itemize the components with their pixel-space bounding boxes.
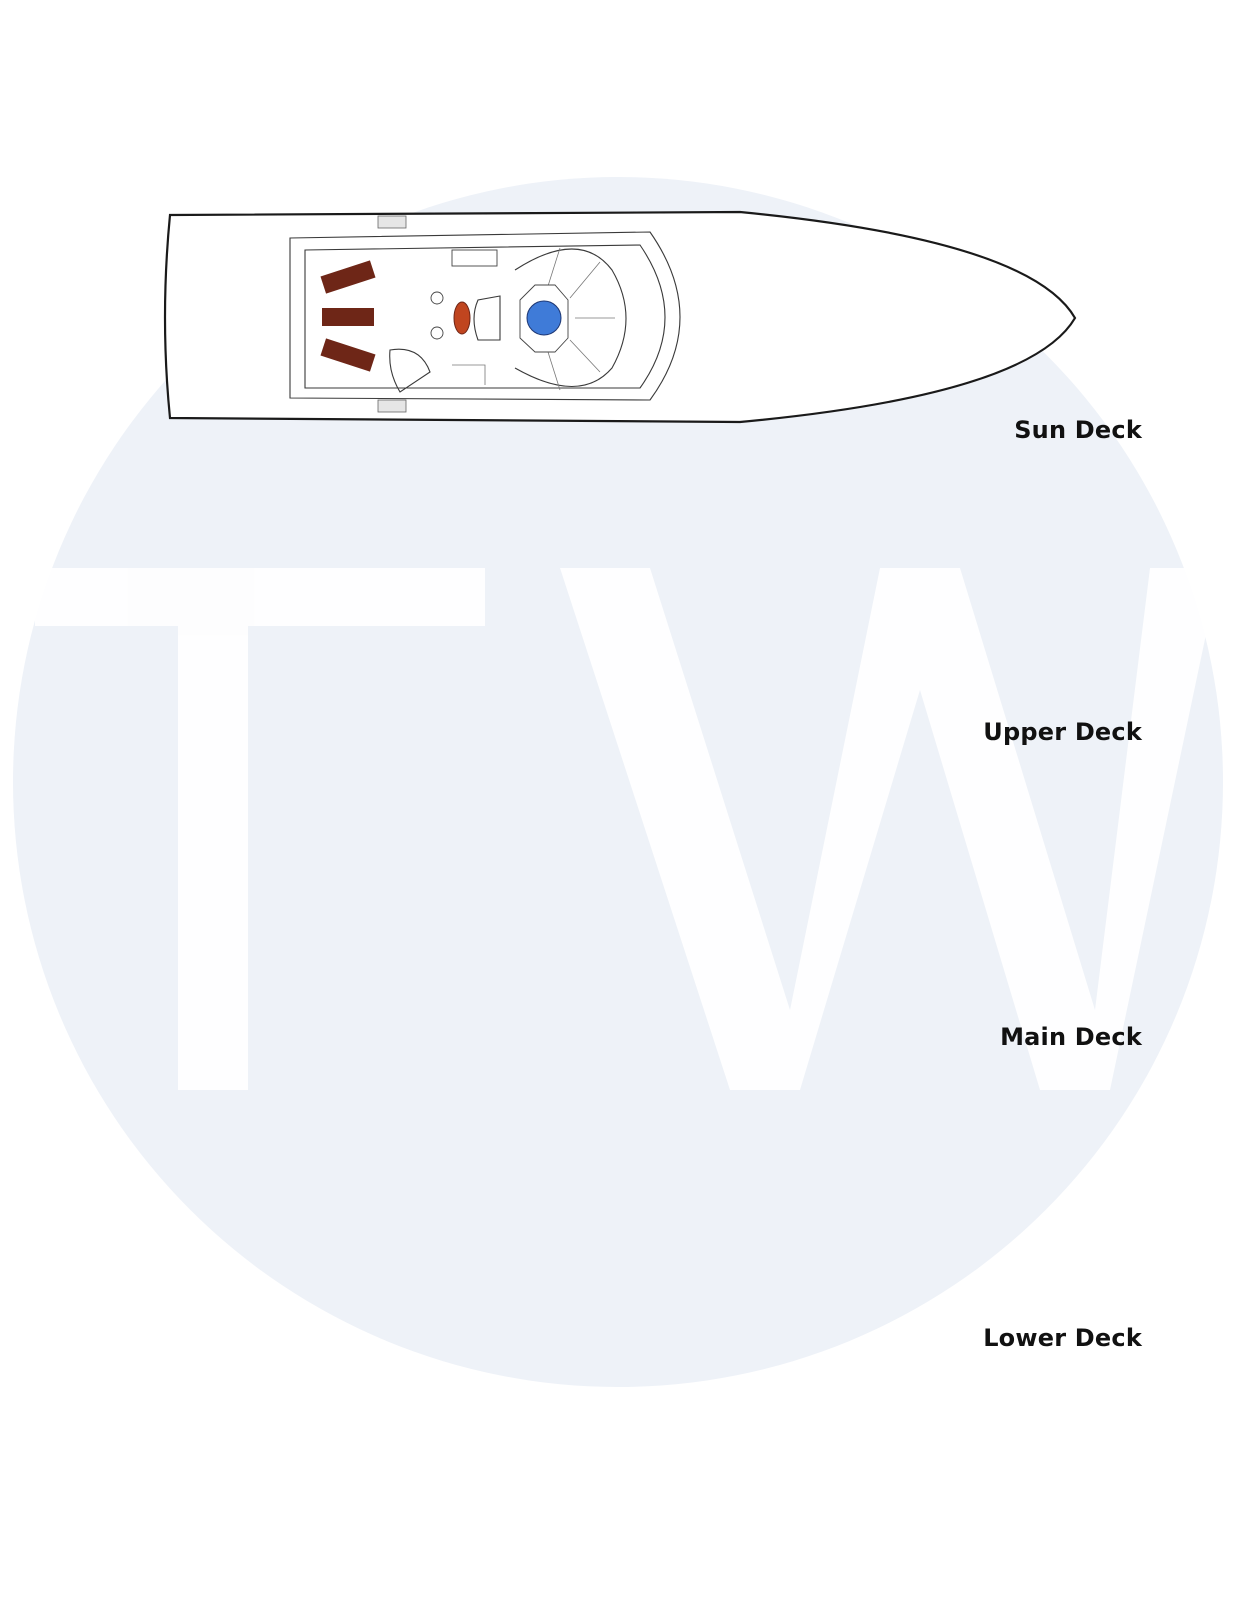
main-deck-label: Main Deck: [1000, 1023, 1142, 1051]
watermark: [13, 177, 1223, 1387]
sun-deck-label: Sun Deck: [1014, 416, 1142, 444]
lower-deck-label: Lower Deck: [983, 1324, 1142, 1352]
jacuzzi: [519, 284, 569, 353]
upper-deck-label: Upper Deck: [983, 718, 1142, 746]
sunbeds: [320, 260, 376, 372]
sun-deck-plan: [163, 210, 1077, 424]
